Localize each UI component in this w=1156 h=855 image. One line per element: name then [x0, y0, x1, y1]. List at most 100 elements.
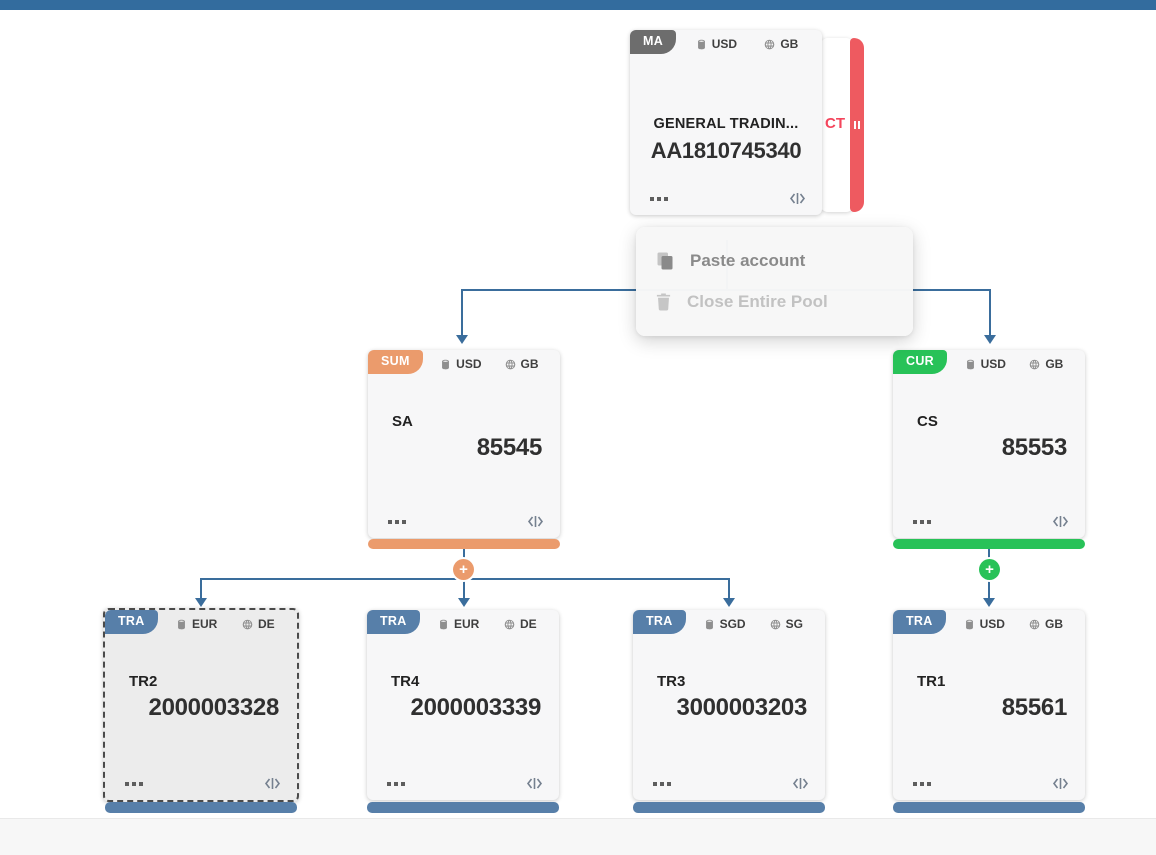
account-name: TR3	[657, 673, 686, 690]
country-field: DE	[504, 617, 537, 631]
currency-field: USD	[965, 357, 1006, 371]
context-menu: Paste account Close Entire Pool	[636, 227, 913, 336]
coins-icon	[966, 359, 974, 369]
country-code: GB	[520, 357, 539, 371]
country-field: GB	[1029, 357, 1063, 371]
account-number: 85561	[1001, 694, 1068, 721]
coins-icon	[697, 39, 705, 49]
connector-arrow	[458, 598, 470, 607]
account-number: 85553	[1001, 434, 1068, 461]
country-field: GB	[1029, 617, 1063, 631]
globe-icon	[1030, 359, 1040, 369]
account-name: SA	[392, 413, 413, 430]
account-name: TR2	[129, 673, 158, 690]
more-options-button[interactable]	[388, 519, 406, 524]
coins-icon	[178, 619, 185, 629]
add-child-account-button[interactable]: +	[453, 559, 474, 580]
node-accent-bar	[367, 802, 559, 813]
node-header: MA USD GB	[630, 30, 822, 54]
expand-children-button[interactable]	[526, 777, 543, 790]
currency-code: EUR	[191, 617, 218, 631]
more-options-button[interactable]	[125, 781, 143, 786]
currency-field: USD	[964, 617, 1005, 631]
currency-field: SGD	[704, 617, 746, 631]
ct-tab-label: CT	[825, 115, 845, 132]
account-node-tr1[interactable]: TRA USD GB TR1 85561	[893, 610, 1085, 800]
connector-line	[200, 579, 202, 599]
more-options-button[interactable]	[653, 781, 671, 786]
account-name: TR4	[391, 673, 420, 690]
expand-children-button[interactable]	[1052, 515, 1069, 528]
connector-arrow	[456, 335, 468, 344]
globe-icon	[770, 619, 780, 629]
expand-children-button[interactable]	[1052, 777, 1069, 790]
country-field: SG	[770, 617, 803, 631]
account-name: CS	[917, 413, 938, 430]
node-type-badge: TRA	[367, 610, 420, 634]
more-options-button[interactable]	[650, 196, 668, 201]
node-type-badge: SUM	[368, 350, 423, 374]
country-code: GB	[1045, 357, 1064, 371]
account-node-tr3[interactable]: TRA SGD SG TR3 3000003203	[633, 610, 825, 800]
connector-arrow	[195, 598, 207, 607]
account-name: TR1	[917, 673, 946, 690]
menu-item-close-entire-pool: Close Entire Pool	[636, 292, 913, 312]
menu-item-paste-account[interactable]: Paste account	[636, 251, 913, 271]
node-accent-bar	[368, 539, 560, 549]
more-options-button[interactable]	[913, 781, 931, 786]
currency-code: USD	[711, 37, 738, 51]
ct-linked-tab-backing	[820, 38, 854, 212]
currency-code: SGD	[719, 617, 746, 631]
top-accent-bar	[0, 0, 1156, 10]
globe-icon	[504, 619, 515, 629]
add-child-account-button[interactable]: +	[979, 559, 1000, 580]
country-code: DE	[257, 617, 275, 631]
trash-icon	[656, 293, 671, 311]
globe-icon	[765, 39, 775, 49]
globe-icon	[1029, 619, 1040, 629]
connector-line	[461, 290, 463, 336]
expand-children-button[interactable]	[264, 777, 281, 790]
menu-item-label: Close Entire Pool	[687, 291, 828, 311]
account-node-cs[interactable]: CUR USD GB CS 85553	[893, 350, 1085, 538]
account-number: 85545	[476, 434, 543, 461]
node-header: TRA EUR DE	[105, 610, 297, 634]
country-code: DE	[519, 617, 537, 631]
connector-arrow	[983, 598, 995, 607]
currency-code: EUR	[453, 617, 480, 631]
ct-tab-handle[interactable]	[850, 38, 864, 212]
currency-field: USD	[696, 37, 737, 51]
currency-field: USD	[440, 357, 482, 371]
expand-children-button[interactable]	[792, 777, 809, 790]
country-field: GB	[764, 37, 798, 51]
currency-field: EUR	[176, 617, 217, 631]
account-node-tr2[interactable]: TRA EUR DE TR2 2000003328	[103, 608, 299, 802]
node-header: SUM USD GB	[368, 350, 560, 374]
expand-children-button[interactable]	[527, 515, 544, 528]
expand-children-button[interactable]	[789, 192, 806, 205]
account-number: 2000003328	[148, 694, 280, 721]
globe-icon	[242, 619, 253, 629]
account-number: 2000003339	[410, 694, 542, 721]
coins-icon	[705, 619, 713, 629]
country-code: GB	[1044, 617, 1063, 631]
more-options-button[interactable]	[913, 519, 931, 524]
connector-line	[463, 579, 465, 599]
node-header: TRA EUR DE	[367, 610, 559, 634]
node-type-badge: TRA	[633, 610, 686, 634]
account-node-tr4[interactable]: TRA EUR DE TR4 2000003339	[367, 610, 559, 800]
country-code: SG	[785, 617, 803, 631]
node-type-badge: TRA	[893, 610, 946, 634]
account-number: AA1810745340	[650, 138, 802, 163]
currency-code: USD	[980, 357, 1006, 371]
node-accent-bar	[105, 802, 297, 813]
country-code: GB	[780, 37, 799, 51]
node-type-badge: CUR	[893, 350, 947, 374]
currency-field: EUR	[438, 617, 479, 631]
account-node-sa[interactable]: SUM USD GB SA 85545	[368, 350, 560, 538]
account-node-master[interactable]: MA USD GB GENERAL TRADIN... AA1810745340	[630, 30, 822, 215]
currency-code: USD	[979, 617, 1005, 631]
more-options-button[interactable]	[387, 781, 405, 786]
account-name: GENERAL TRADIN...	[653, 116, 799, 132]
